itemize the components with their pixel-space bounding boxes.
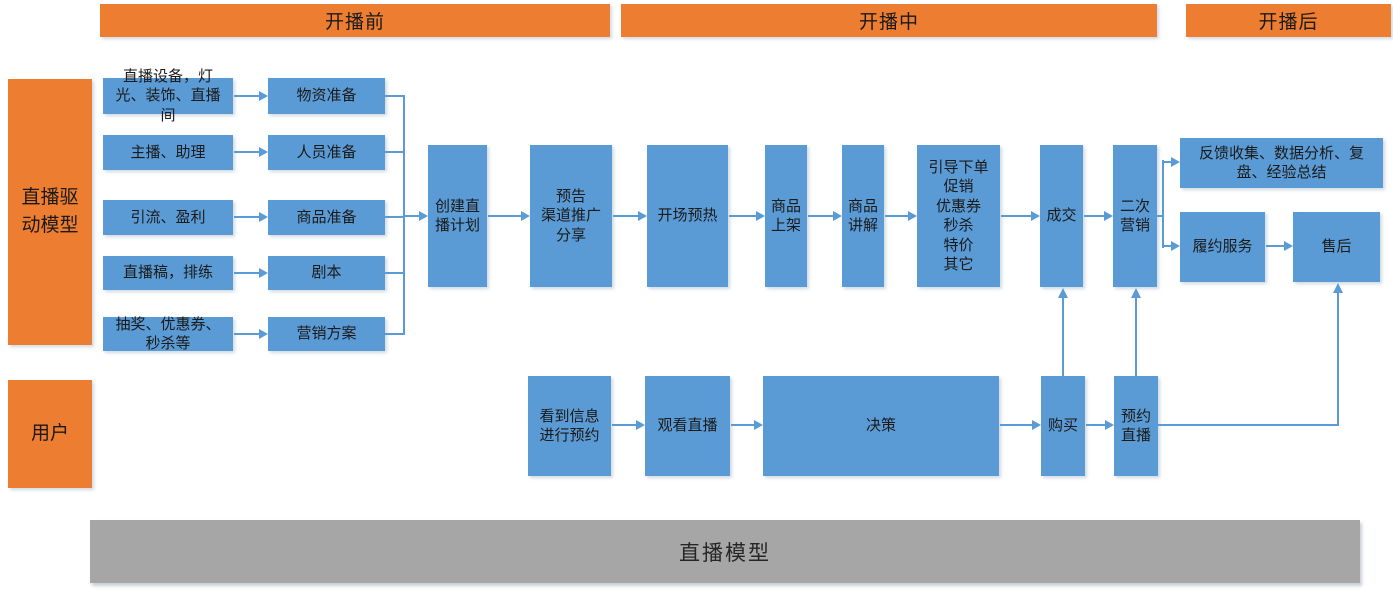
post-box-fulfillment: 履约服务 bbox=[1180, 212, 1265, 282]
arrow-head-prep-row4 bbox=[259, 268, 268, 278]
arrow-head-buy-to-deal bbox=[1058, 288, 1068, 298]
arrow-line-prep-row4 bbox=[234, 272, 260, 274]
prep-input-equipment: 直播设备，灯 光、装饰、直播 间 bbox=[103, 67, 233, 124]
arrow-line-rebook-to-aftersale-horizontal bbox=[1158, 424, 1339, 426]
arrow-line-plan-promote bbox=[488, 215, 522, 217]
arrow-head-watch-decide bbox=[754, 420, 763, 430]
arrow-line-prep-row1 bbox=[234, 95, 260, 97]
arrow-line-warmup-listing bbox=[729, 215, 757, 217]
arrow-line-rebook-to-remarketing bbox=[1135, 297, 1137, 376]
arrow-head-listing-explain bbox=[833, 211, 842, 221]
arrow-line-prep-row5 bbox=[234, 333, 260, 335]
prep-input-traffic-profit: 引流、盈利 bbox=[103, 200, 233, 235]
main-box-create-plan: 创建直 播计划 bbox=[428, 145, 487, 287]
arrow-line-buy-rebook bbox=[1086, 424, 1107, 426]
arrow-line-prep-row2 bbox=[234, 151, 260, 153]
arrow-line-branch-review bbox=[1162, 161, 1172, 163]
connector-stub-row3 bbox=[385, 216, 405, 218]
user-box-watch-live: 观看直播 bbox=[645, 376, 730, 476]
user-box-see-info-reserve: 看到信息 进行预约 bbox=[528, 376, 611, 476]
arrow-line-promote-warmup bbox=[613, 215, 639, 217]
lane-label-user: 用户 bbox=[8, 380, 92, 488]
arrow-head-rebook-to-remarketing bbox=[1131, 288, 1141, 298]
arrow-head-branch-review bbox=[1171, 157, 1180, 167]
arrow-line-fulfillment-aftersale bbox=[1266, 245, 1285, 247]
arrow-head-warmup-listing bbox=[756, 211, 765, 221]
arrow-head-conversion-deal bbox=[1031, 211, 1040, 221]
connector-stub-row2 bbox=[385, 151, 405, 153]
arrow-head-prep-row2 bbox=[259, 147, 268, 157]
arrow-line-deal-remarketing bbox=[1084, 215, 1105, 217]
prep-output-materials: 物资准备 bbox=[268, 78, 385, 114]
main-box-remarketing: 二次 营销 bbox=[1113, 145, 1157, 287]
arrow-line-decide-buy bbox=[1000, 424, 1033, 426]
post-box-review: 反馈收集、数据分析、复 盘、经验总结 bbox=[1180, 138, 1383, 188]
arrow-line-watch-decide bbox=[731, 424, 755, 426]
phase-header-pre-broadcast: 开播前 bbox=[100, 4, 610, 37]
arrow-line-conversion-deal bbox=[1001, 215, 1032, 217]
main-box-product-explain: 商品 讲解 bbox=[842, 145, 884, 287]
connector-remarketing-out bbox=[1157, 215, 1164, 217]
arrow-head-prep-row3 bbox=[259, 212, 268, 222]
connector-stub-row1 bbox=[385, 95, 405, 97]
phase-header-post-broadcast: 开播后 bbox=[1186, 4, 1391, 37]
arrow-line-listing-explain bbox=[808, 215, 834, 217]
arrow-head-promote-warmup bbox=[638, 211, 647, 221]
connector-stub-row4 bbox=[385, 272, 405, 274]
prep-output-script: 剧本 bbox=[268, 256, 385, 290]
arrow-line-reserve-watch bbox=[612, 424, 637, 426]
arrow-head-into-create-plan bbox=[419, 211, 428, 221]
prep-output-personnel: 人员准备 bbox=[268, 135, 385, 170]
connector-stub-row5 bbox=[385, 333, 405, 335]
main-box-conversion-tactics: 引导下单 促销 优惠券 秒杀 特价 其它 bbox=[917, 145, 1000, 287]
main-box-warmup: 开场预热 bbox=[647, 145, 728, 287]
prep-output-marketing-plan: 营销方案 bbox=[268, 317, 385, 351]
arrow-head-reserve-watch bbox=[636, 420, 645, 430]
main-box-deal: 成交 bbox=[1040, 145, 1083, 287]
arrow-head-explain-conversion bbox=[908, 211, 917, 221]
diagram-title-bar: 直播模型 bbox=[90, 520, 1360, 583]
prep-input-script-rehearsal: 直播稿，排练 bbox=[103, 256, 233, 290]
main-box-promote: 预告 渠道推广 分享 bbox=[530, 145, 612, 287]
connector-branch-vertical bbox=[1162, 160, 1164, 248]
arrow-line-into-create-plan bbox=[403, 215, 420, 217]
prep-input-lottery-coupon: 抽奖、优惠券、 秒杀等 bbox=[103, 315, 233, 352]
arrow-line-branch-fulfillment bbox=[1162, 245, 1172, 247]
user-box-rebook-live: 预约 直播 bbox=[1114, 376, 1158, 476]
user-box-decision: 决策 bbox=[763, 376, 999, 476]
arrow-head-plan-promote bbox=[521, 211, 530, 221]
arrow-head-fulfillment-aftersale bbox=[1284, 241, 1293, 251]
arrow-head-prep-row1 bbox=[259, 91, 268, 101]
arrow-head-buy-rebook bbox=[1105, 420, 1114, 430]
phase-header-during-broadcast: 开播中 bbox=[621, 4, 1157, 37]
post-box-aftersale: 售后 bbox=[1293, 212, 1380, 282]
arrow-head-rebook-to-aftersale bbox=[1333, 283, 1343, 293]
arrow-head-branch-fulfillment bbox=[1171, 241, 1180, 251]
arrow-head-decide-buy bbox=[1032, 420, 1041, 430]
lane-label-live-driven-model: 直播驱 动模型 bbox=[8, 79, 92, 345]
main-box-product-listing: 商品 上架 bbox=[765, 145, 807, 287]
user-box-buy: 购买 bbox=[1041, 376, 1085, 476]
arrow-head-deal-remarketing bbox=[1104, 211, 1113, 221]
arrow-line-explain-conversion bbox=[885, 215, 909, 217]
arrow-line-rebook-to-aftersale-vertical bbox=[1337, 292, 1339, 426]
prep-input-host-assistant: 主播、助理 bbox=[103, 135, 233, 170]
arrow-head-prep-row5 bbox=[259, 329, 268, 339]
arrow-line-prep-row3 bbox=[234, 216, 260, 218]
prep-output-products: 商品准备 bbox=[268, 200, 385, 235]
arrow-line-buy-to-deal bbox=[1062, 297, 1064, 376]
